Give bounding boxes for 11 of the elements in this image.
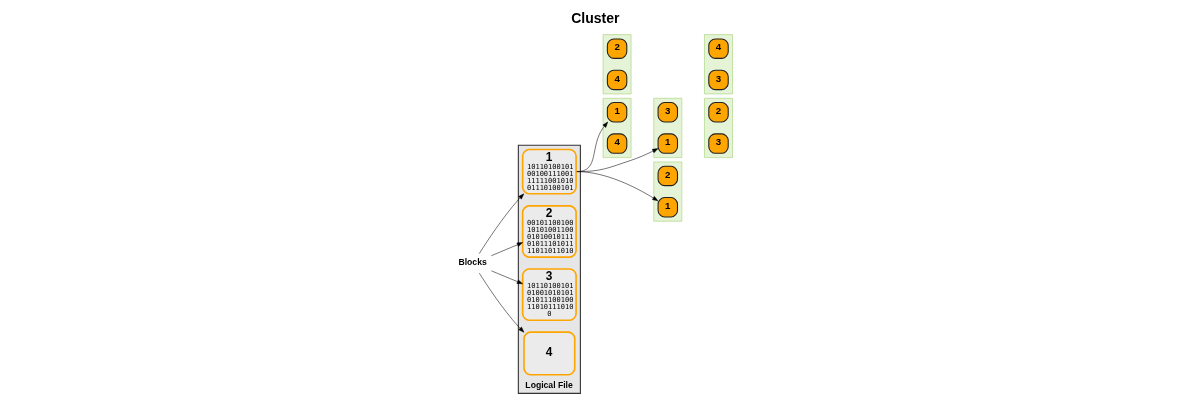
cluster [602, 34, 632, 95]
node-text: Blocks [458, 256, 487, 267]
arrow [576, 171, 659, 202]
arrow [479, 273, 525, 333]
diagram-title: Cluster [571, 10, 620, 27]
cluster [704, 98, 733, 158]
arrow [491, 242, 523, 256]
arrow [479, 193, 525, 254]
cluster [704, 34, 733, 95]
node-box: 4 [523, 331, 576, 376]
arrow [491, 270, 523, 285]
